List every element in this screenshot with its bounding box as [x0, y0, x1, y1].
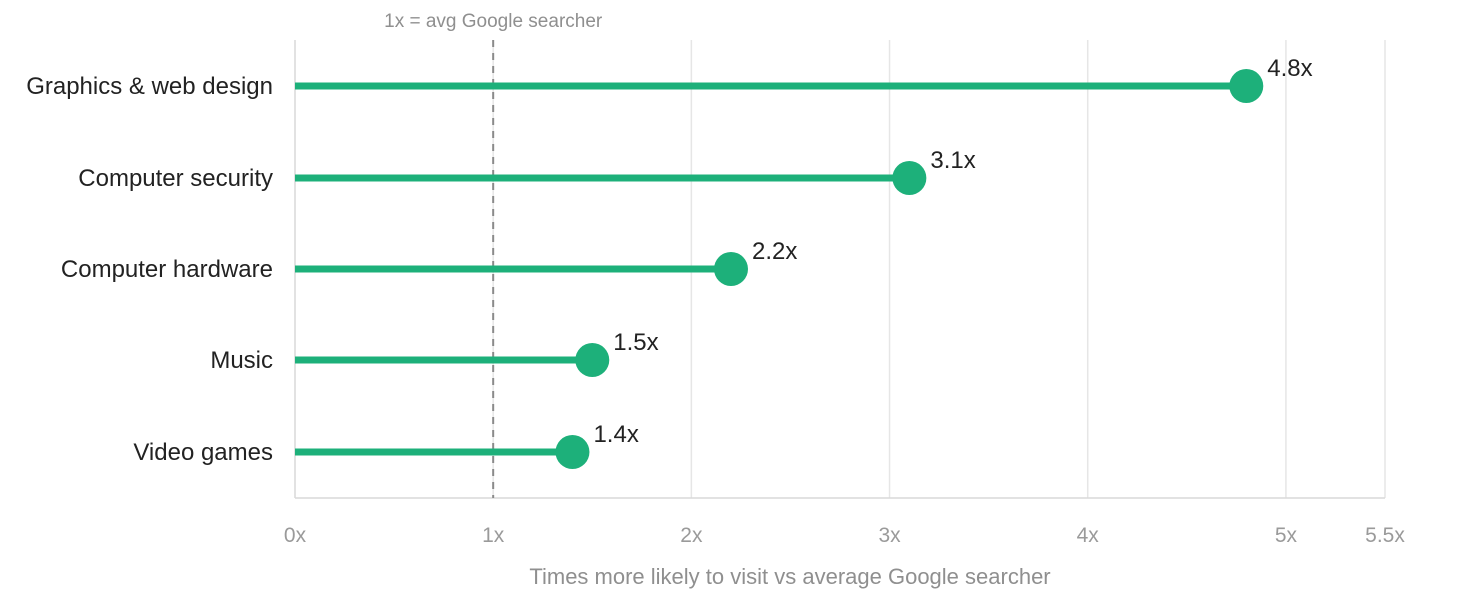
lollipop-dot — [1229, 69, 1264, 103]
x-tick-label: 3x — [878, 524, 901, 547]
lollipop-stem — [295, 265, 731, 273]
lollipop-stem — [295, 82, 1247, 90]
data-label: 3.1x — [930, 147, 975, 174]
category-label: Computer security — [78, 165, 273, 192]
x-tick-label: 1x — [482, 524, 505, 547]
x-tick-label: 5x — [1275, 524, 1298, 547]
x-tick-label: 5.5x — [1365, 524, 1405, 547]
category-label: Graphics & web design — [26, 73, 273, 100]
x-tick-label: 2x — [680, 524, 703, 547]
lollipop-dot — [555, 435, 590, 469]
category-label: Computer hardware — [61, 256, 273, 283]
marks-layer — [295, 69, 1264, 469]
x-tick-label: 4x — [1077, 524, 1100, 547]
data-label: 4.8x — [1267, 55, 1312, 82]
lollipop-stem — [295, 174, 910, 182]
lollipop-dot — [714, 252, 748, 286]
category-label: Video games — [133, 439, 273, 466]
reference-line-label: 1x = avg Google searcher — [384, 11, 603, 32]
lollipop-stem — [295, 448, 573, 456]
data-label: 1.5x — [613, 329, 658, 356]
lollipop-dot — [892, 161, 927, 195]
data-label: 1.4x — [593, 421, 638, 448]
lollipop-stem — [295, 356, 593, 364]
lollipop-dot — [575, 343, 610, 377]
x-tick-label: 0x — [284, 524, 307, 547]
category-label: Music — [210, 347, 273, 374]
data-label: 2.2x — [752, 238, 797, 265]
x-axis-title: Times more likely to visit vs average Go… — [529, 564, 1050, 589]
